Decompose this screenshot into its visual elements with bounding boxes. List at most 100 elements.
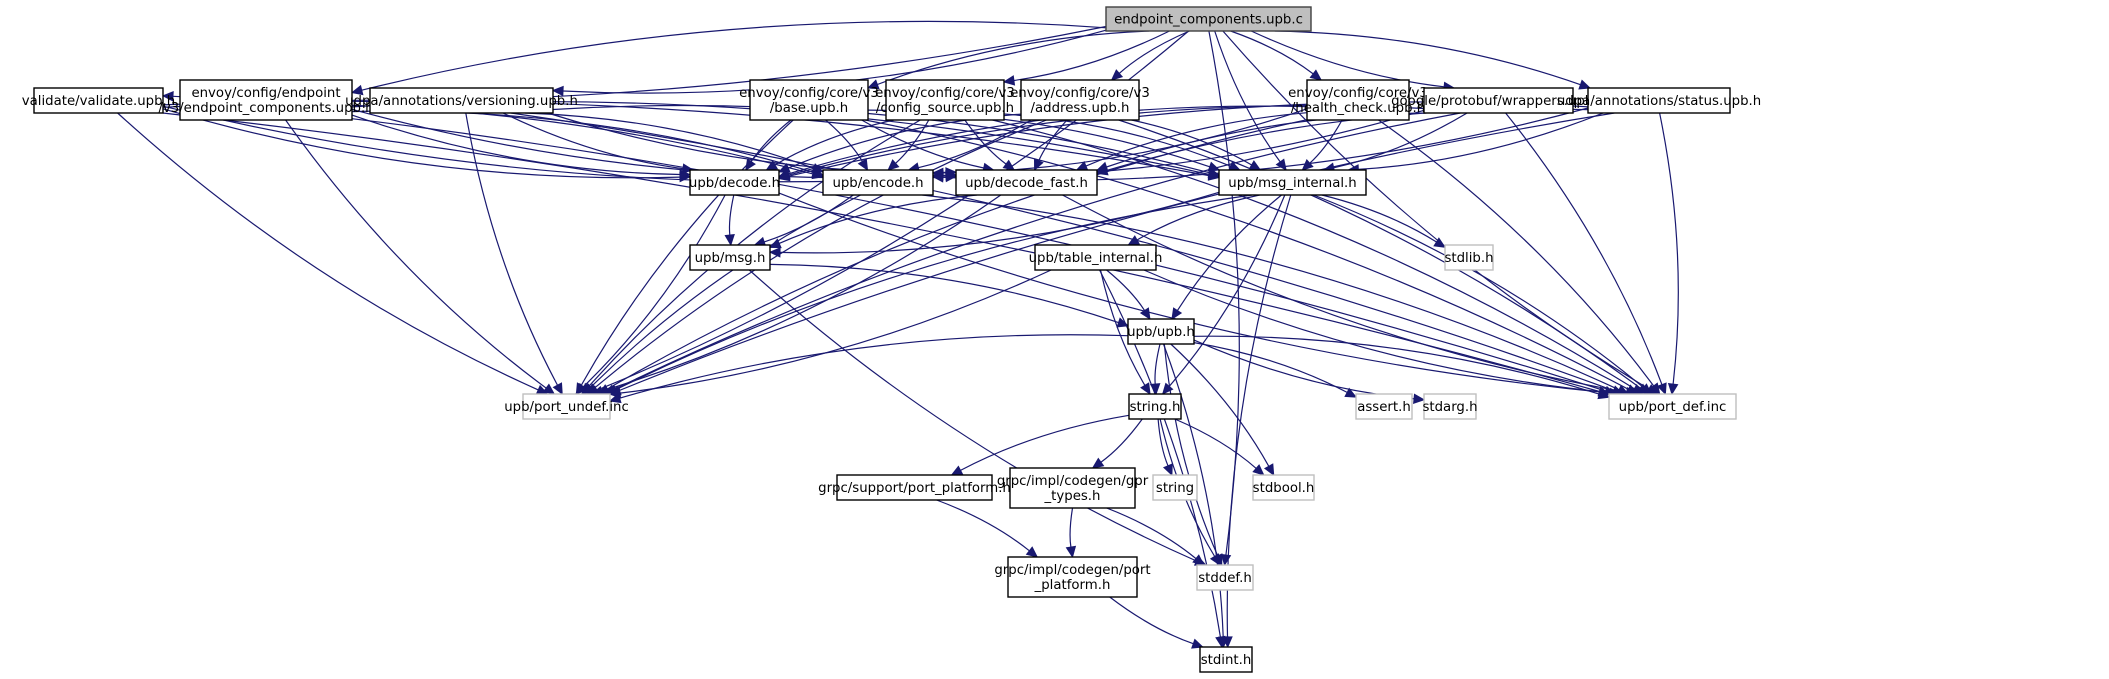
node-upb[interactable]: upb/upb.h [1127,318,1195,345]
arrowhead-table_internal-to-upb [1139,307,1151,321]
edge-root-to-config_source [1013,30,1170,82]
arrowhead-status-to-decode_fast [1095,165,1109,176]
edge-encode-to-port_undef [590,194,861,388]
node-box-encode[interactable] [822,169,934,196]
node-box-stdint[interactable] [1199,646,1253,673]
node-box-ep_components_h[interactable] [179,79,353,121]
arrowhead-status-to-decode [777,170,791,182]
node-health_check[interactable]: envoy/config/core/v3/health_check.upb.h [1288,79,1428,121]
node-encode[interactable]: upb/encode.h [822,169,934,196]
node-box-root[interactable] [1105,6,1312,32]
node-box-msg[interactable] [689,244,771,271]
node-label-decode_fast: upb/decode_fast.h [965,176,1088,191]
edge-upb-to-port_def [1193,335,1600,395]
arrowhead-encode-to-port_undef [583,382,595,395]
node-box-table_internal[interactable] [1034,244,1157,271]
edge-msg-to-upb [769,263,1119,324]
edge-validate-to-decode [162,108,681,179]
arrowhead-root-to-status [1578,79,1592,90]
edge-root-to-address [1118,30,1190,74]
edge-versioning-to-port_def [510,112,1614,392]
node-assert: assert.h [1355,393,1413,420]
node-gpr_types[interactable]: grpc/impl/codegen/gpr_types.h [997,467,1149,509]
node-box-config_source[interactable] [885,79,1005,121]
edge-wrappers-to-msg_internal [1333,112,1468,169]
node-config_source[interactable]: envoy/config/core/v3/config_source.upb.h [875,79,1015,121]
node-box-stdbool [1252,474,1315,501]
node-msg_internal[interactable]: upb/msg_internal.h [1218,169,1367,196]
node-label-wrappers: google/protobuf/wrappers.upb.h [1391,94,1606,109]
arrowhead-ep_components_h-to-port_undef [542,383,556,395]
node-table_internal[interactable]: upb/table_internal.h [1029,244,1163,271]
node-label-msg: upb/msg.h [695,251,766,266]
node-box-grpc_port_platform[interactable] [836,474,993,501]
node-root[interactable]: endpoint_components.upb.c [1105,6,1312,32]
node-box-gpr_types[interactable] [1009,467,1136,509]
node-box-decode[interactable] [689,169,780,196]
node-box-health_check[interactable] [1306,79,1410,121]
node-label-base: /base.upb.h [770,101,848,116]
node-label-config_source: /config_source.upb.h [876,101,1014,116]
node-label-upb: upb/upb.h [1127,325,1195,340]
node-stdbool: stdbool.h [1252,474,1315,501]
node-decode[interactable]: upb/decode.h [689,169,780,196]
node-box-address[interactable] [1020,79,1140,121]
node-box-string_h[interactable] [1128,393,1182,420]
arrowhead-root-to-versioning [551,85,564,97]
node-label-base: envoy/config/core/v3 [739,86,879,101]
node-box-status[interactable] [1587,87,1731,114]
edge-base-to-port_undef [580,119,794,386]
node-label-encode: upb/encode.h [832,176,923,191]
node-codegen_port_platform[interactable]: grpc/impl/codegen/port_platform.h [994,556,1151,598]
node-stddef: stddef.h [1196,564,1254,591]
node-label-gpr_types: grpc/impl/codegen/gpr [997,474,1149,489]
node-decode_fast[interactable]: upb/decode_fast.h [955,169,1098,196]
node-box-msg_internal[interactable] [1218,169,1367,196]
node-label-decode: upb/decode.h [689,176,780,191]
node-label-versioning: udpa/annotations/versioning.upb.h [345,94,578,109]
edge-root-to-msg_internal [1214,30,1281,163]
edge-address-to-decode_fast [1038,119,1068,162]
arrowhead-root-to-base [866,79,880,90]
node-box-base[interactable] [749,79,869,121]
node-msg[interactable]: upb/msg.h [689,244,771,271]
node-validate[interactable]: validate/validate.upb.h [22,87,175,114]
node-address[interactable]: envoy/config/core/v3/address.upb.h [1010,79,1150,121]
node-label-grpc_port_platform: grpc/support/port_platform.h [818,481,1011,496]
node-status[interactable]: udpa/annotations/status.upb.h [1557,87,1761,114]
edge-status-to-msg_internal [1358,112,1604,170]
arrowhead-string_h-to-grpc_port_platform [950,465,964,476]
node-box-upb[interactable] [1127,318,1195,345]
edge-encode-to-port_def [922,194,1620,391]
arrowhead-root-to-config_source [1002,75,1016,86]
arrowhead-upb-to-string_h [1149,383,1161,396]
edge-address-to-port_undef [594,119,1047,389]
node-label-status: udpa/annotations/status.upb.h [1557,94,1761,109]
edge-string_h-to-grpc_port_platform [960,414,1130,471]
edge-versioning-to-encode [524,112,814,169]
node-string_h[interactable]: string.h [1128,393,1182,420]
node-ep_components_h[interactable]: envoy/config/endpoint/v3/endpoint_compon… [158,79,374,121]
node-stdint[interactable]: stdint.h [1199,646,1253,673]
node-box-wrappers[interactable] [1423,87,1574,114]
edge-base-to-encode [825,119,863,162]
node-box-port_undef [522,393,611,420]
node-box-codegen_port_platform[interactable] [1007,556,1138,598]
node-box-validate[interactable] [33,87,164,114]
node-label-health_check: /health_check.upb.h [1291,101,1425,116]
arrowhead-upb-to-stdarg [1413,393,1426,405]
node-grpc_port_platform[interactable]: grpc/support/port_platform.h [818,474,1011,501]
edge-upb-to-stdint [1162,343,1224,638]
node-box-decode_fast[interactable] [955,169,1098,196]
node-versioning[interactable]: udpa/annotations/versioning.upb.h [345,87,578,114]
node-base[interactable]: envoy/config/core/v3/base.upb.h [739,79,879,121]
node-label-table_internal: upb/table_internal.h [1029,251,1163,266]
node-label-validate: validate/validate.upb.h [22,94,175,109]
node-wrappers[interactable]: google/protobuf/wrappers.upb.h [1391,87,1606,114]
node-label-stdarg: stdarg.h [1422,400,1477,415]
node-stdarg: stdarg.h [1422,393,1478,420]
node-box-versioning[interactable] [369,87,554,114]
edge-base-to-decode_fast [861,119,984,169]
arrowhead-msg_internal-to-msg [768,247,781,258]
node-label-ep_components_h: envoy/config/endpoint [191,86,340,101]
